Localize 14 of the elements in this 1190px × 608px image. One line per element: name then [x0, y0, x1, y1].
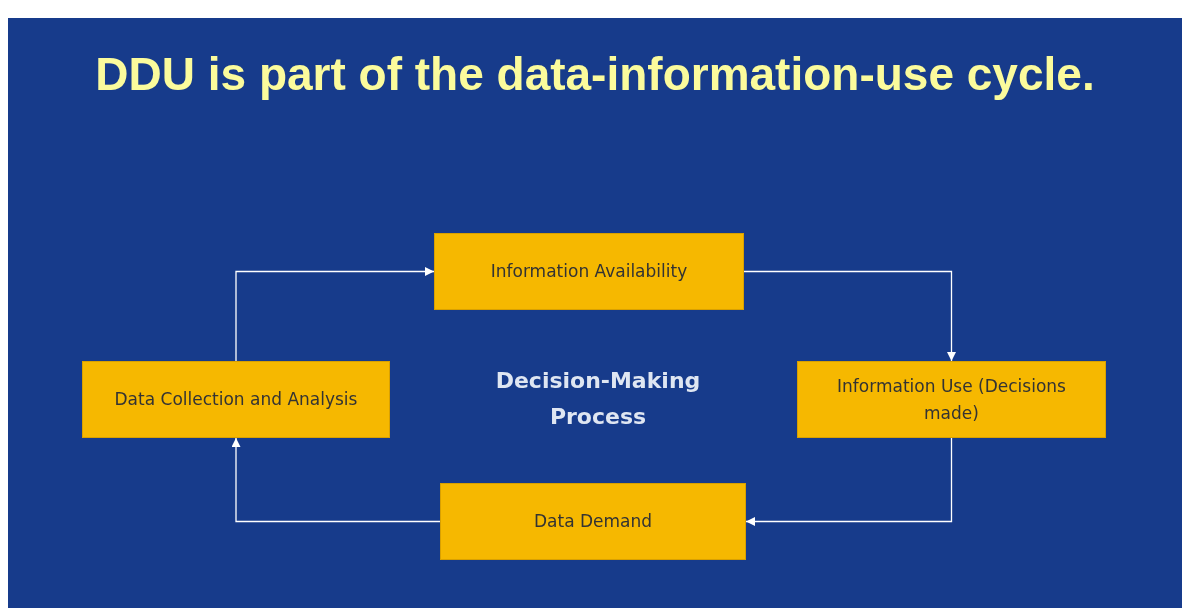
center-label: Decision-Making Process: [494, 367, 702, 431]
box-label: Information Availability: [489, 260, 689, 283]
process-box: [82, 361, 390, 438]
process-box: [797, 361, 1106, 438]
box-label: Information Use (Decisions made): [836, 374, 1067, 425]
slide-title: DDU is part of the data-information-use cycle.: [94, 47, 1096, 102]
arrow: [743, 270, 956, 362]
arrow: [235, 267, 435, 362]
arrow: [745, 437, 953, 526]
arrow: [231, 437, 441, 523]
box-label: Data Collection and Analysis: [113, 388, 359, 411]
process-box: [440, 483, 746, 560]
box-label: Data Demand: [532, 510, 654, 533]
process-box: [434, 233, 744, 310]
